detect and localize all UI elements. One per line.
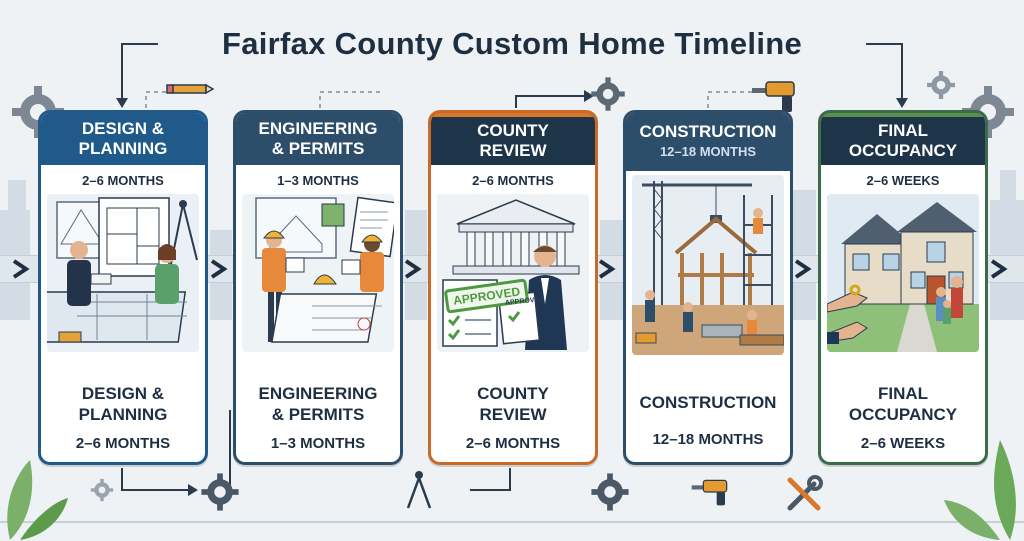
power-drill-icon <box>691 479 728 506</box>
stage-footer-name: CONSTRUCTION <box>639 393 777 412</box>
stage-footer-duration: 12–18 MONTHS <box>652 431 764 448</box>
stage-footer-name: REVIEW <box>479 405 547 424</box>
stage-footer-duration: 2–6 WEEKS <box>860 435 946 452</box>
stage-footer-name: & PERMITS <box>271 405 365 424</box>
pencil-icon <box>166 83 214 95</box>
leaf-decoration <box>7 460 68 540</box>
stage-header: FINAL OCCUPANCY <box>821 113 985 165</box>
crane-icon <box>632 175 784 355</box>
stage-card-construction: CONSTRUCTION 12–18 MONTHS <box>623 110 793 465</box>
stage-header-line: DESIGN & <box>81 119 165 138</box>
timeline-arrow-icon <box>598 259 616 279</box>
stage-footer-name: OCCUPANCY <box>848 405 958 424</box>
stage-footer-duration: 1–3 MONTHS <box>270 435 366 452</box>
courthouse-icon: APPROVED APPROVED <box>437 194 589 352</box>
gear-icon <box>927 71 955 99</box>
stage-footer-name: COUNTY <box>477 384 549 403</box>
stage-footer-duration: 2–6 MONTHS <box>465 435 561 452</box>
stage-header: COUNTY REVIEW <box>431 113 595 165</box>
gear-icon <box>591 77 625 111</box>
stage-header: ENGINEERING & PERMITS <box>236 113 400 165</box>
wrench-icon <box>787 475 823 511</box>
stage-header: CONSTRUCTION 12–18 MONTHS <box>626 113 790 171</box>
stage-footer-name: ENGINEERING <box>258 384 378 403</box>
stage-footer-duration: 2–6 MONTHS <box>75 435 171 452</box>
compass-tool-icon <box>406 471 432 509</box>
page-title: Fairfax County Custom Home Timeline <box>221 26 803 61</box>
stage-card-engineering-permits: ENGINEERING & PERMITS 1–3 MONTHS EN <box>233 110 403 465</box>
timeline-arrow-icon <box>404 259 422 279</box>
gear-icon <box>90 478 114 502</box>
power-drill-icon <box>752 81 795 112</box>
stage-header-line: ENGINEERING <box>258 119 378 138</box>
stage-header-line: CONSTRUCTION <box>639 122 777 141</box>
stage-footer-name: DESIGN & <box>81 384 165 403</box>
house-keys-icon <box>827 194 979 352</box>
hard-hat-icon <box>242 194 394 352</box>
stage-footer: CONSTRUCTION 12–18 MONTHS <box>626 392 790 448</box>
stage-header-line: & PERMITS <box>271 139 365 158</box>
stage-header-line: FINAL <box>877 121 929 140</box>
stage-header-line: PLANNING <box>78 139 168 158</box>
stage-footer-name: FINAL <box>877 384 929 403</box>
timeline-arrow-icon <box>12 259 30 279</box>
stage-duration: 2–6 WEEKS <box>866 173 940 188</box>
stage-footer-name: PLANNING <box>78 405 168 424</box>
stage-duration: 1–3 MONTHS <box>277 173 359 188</box>
stage-footer: FINAL OCCUPANCY 2–6 WEEKS <box>821 383 985 452</box>
stage-header-line: REVIEW <box>479 141 547 160</box>
stage-card-design-planning: DESIGN & PLANNING 2–6 MONTHS DESIGN & PL… <box>38 110 208 465</box>
stage-footer: COUNTY REVIEW 2–6 MONTHS <box>431 383 595 452</box>
stage-header-duration: 12–18 MONTHS <box>659 144 757 159</box>
blueprint-drawing-icon <box>47 194 199 352</box>
gear-icon <box>201 473 239 511</box>
stage-header: DESIGN & PLANNING <box>41 113 205 165</box>
stage-footer: DESIGN & PLANNING 2–6 MONTHS <box>41 383 205 452</box>
stage-card-county-review: COUNTY REVIEW 2–6 MONTHS A <box>428 110 598 465</box>
stage-header-line: OCCUPANCY <box>848 141 958 160</box>
stage-card-final-occupancy: FINAL OCCUPANCY 2–6 WEEKS <box>818 110 988 465</box>
stage-duration: 2–6 MONTHS <box>472 173 554 188</box>
stage-duration: 2–6 MONTHS <box>82 173 164 188</box>
gear-icon <box>591 473 629 511</box>
leaf-decoration <box>944 440 1016 540</box>
stage-header-line: COUNTY <box>477 121 549 140</box>
timeline-arrow-icon <box>210 259 228 279</box>
timeline-arrow-icon <box>990 259 1008 279</box>
stage-footer: ENGINEERING & PERMITS 1–3 MONTHS <box>236 383 400 452</box>
timeline-arrow-icon <box>794 259 812 279</box>
